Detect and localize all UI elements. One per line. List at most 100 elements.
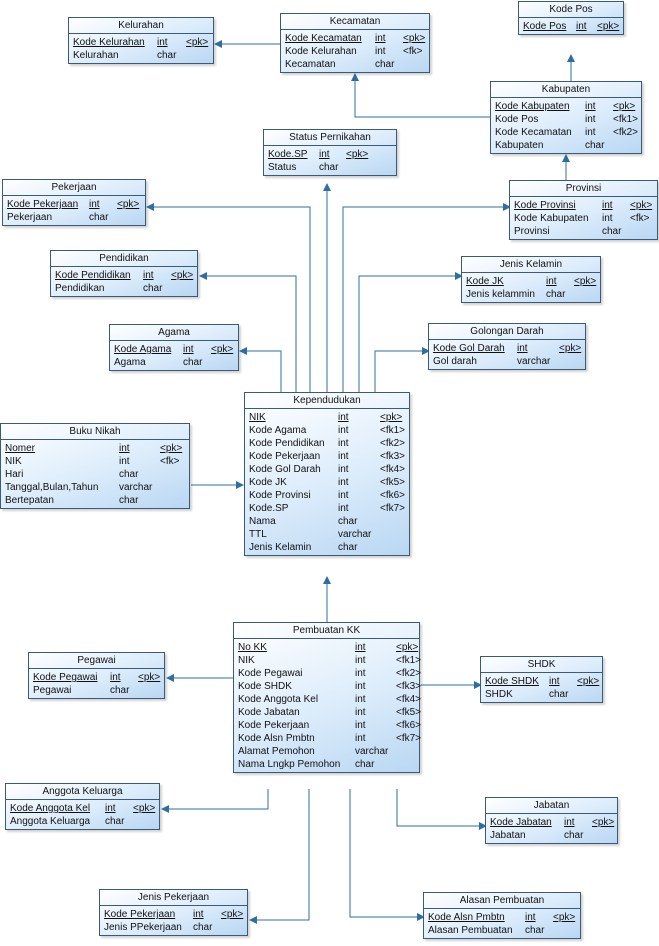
attribute-type: char xyxy=(183,357,203,368)
attribute-name: Kode Kecamatan xyxy=(495,127,572,138)
attribute-type: char xyxy=(143,283,163,294)
attribute-key: <fk3> xyxy=(396,681,422,692)
attribute-type: int xyxy=(355,668,366,679)
attribute-name: Kode Pekerjaan xyxy=(249,451,321,462)
attribute-key: <pk> xyxy=(574,276,597,287)
attribute-name: Kode Pekerjaan xyxy=(238,720,310,731)
attribute-type: int xyxy=(525,912,536,923)
link-pembuatankk-jabatan xyxy=(396,789,487,830)
attribute-type: int xyxy=(338,490,349,501)
attribute-key: <pk> xyxy=(346,149,369,160)
entity-title: Provinsi xyxy=(510,181,657,197)
attribute-type: int xyxy=(193,909,204,920)
attribute-type: varchar xyxy=(119,482,153,493)
attribute-name: Kode JK xyxy=(249,477,287,488)
attribute-key: <pk> xyxy=(211,344,234,355)
entity-title: Kode Pos xyxy=(519,2,623,18)
attribute-name: Kode Pendidikan xyxy=(249,438,325,449)
attribute-name: Kode Kabupaten xyxy=(495,101,570,112)
attribute-key: <fk3> xyxy=(380,451,406,462)
entity-title: SHDK xyxy=(481,657,602,673)
attribute-key: <pk> xyxy=(186,37,209,48)
attribute-key: <pk> xyxy=(380,412,403,423)
attribute-key: <fk> xyxy=(403,46,423,57)
attribute-key: <pk> xyxy=(630,200,653,211)
entity-title: Status Pernikahan xyxy=(264,130,396,146)
attribute-key: <fk1> xyxy=(613,114,639,125)
attribute-name: Kode Kabupaten xyxy=(514,213,589,224)
attribute-key: <pk> xyxy=(577,676,600,687)
attribute-type: char xyxy=(585,140,605,151)
attribute-type: char xyxy=(319,162,339,173)
attribute-name: Kode Pegawai xyxy=(238,668,303,679)
attribute-name: Kode Pekerjaan xyxy=(104,909,176,920)
attribute-type: int xyxy=(355,694,366,705)
attribute-name: Kode Provinsi xyxy=(514,200,576,211)
attribute-name: No KK xyxy=(238,642,267,653)
attribute-name: Kode Pendidikan xyxy=(55,270,131,281)
attribute-key: <fk5> xyxy=(396,707,422,718)
attribute-type: int xyxy=(602,213,613,224)
attribute-name: Kode Jabatan xyxy=(238,707,300,718)
attribute-name: NIK xyxy=(238,655,255,666)
attribute-name: Kode Agama xyxy=(114,344,172,355)
attribute-key: <pk> xyxy=(592,817,615,828)
attribute-name: Jenis PPekerjaan xyxy=(104,922,182,933)
attribute-name: Agama xyxy=(114,357,146,368)
attribute-name: Kode.SP xyxy=(268,149,308,160)
link-pembuatankk-anggotakeluarga xyxy=(161,789,269,813)
attribute-type: int xyxy=(105,803,116,814)
attribute-key: <fk1> xyxy=(380,425,406,436)
attribute-key: <pk> xyxy=(138,672,161,683)
attribute-name: Kode Gol Darah xyxy=(249,464,321,475)
entity-title: Kelurahan xyxy=(69,18,213,34)
entity-title: Pendidikan xyxy=(51,251,197,267)
entity-title: Agama xyxy=(110,325,238,341)
entity-title: Jabatan xyxy=(486,798,617,814)
attribute-name: Jenis Kelamin xyxy=(249,542,312,553)
attribute-name: Pekerjaan xyxy=(7,212,53,223)
attribute-type: int xyxy=(375,46,386,57)
